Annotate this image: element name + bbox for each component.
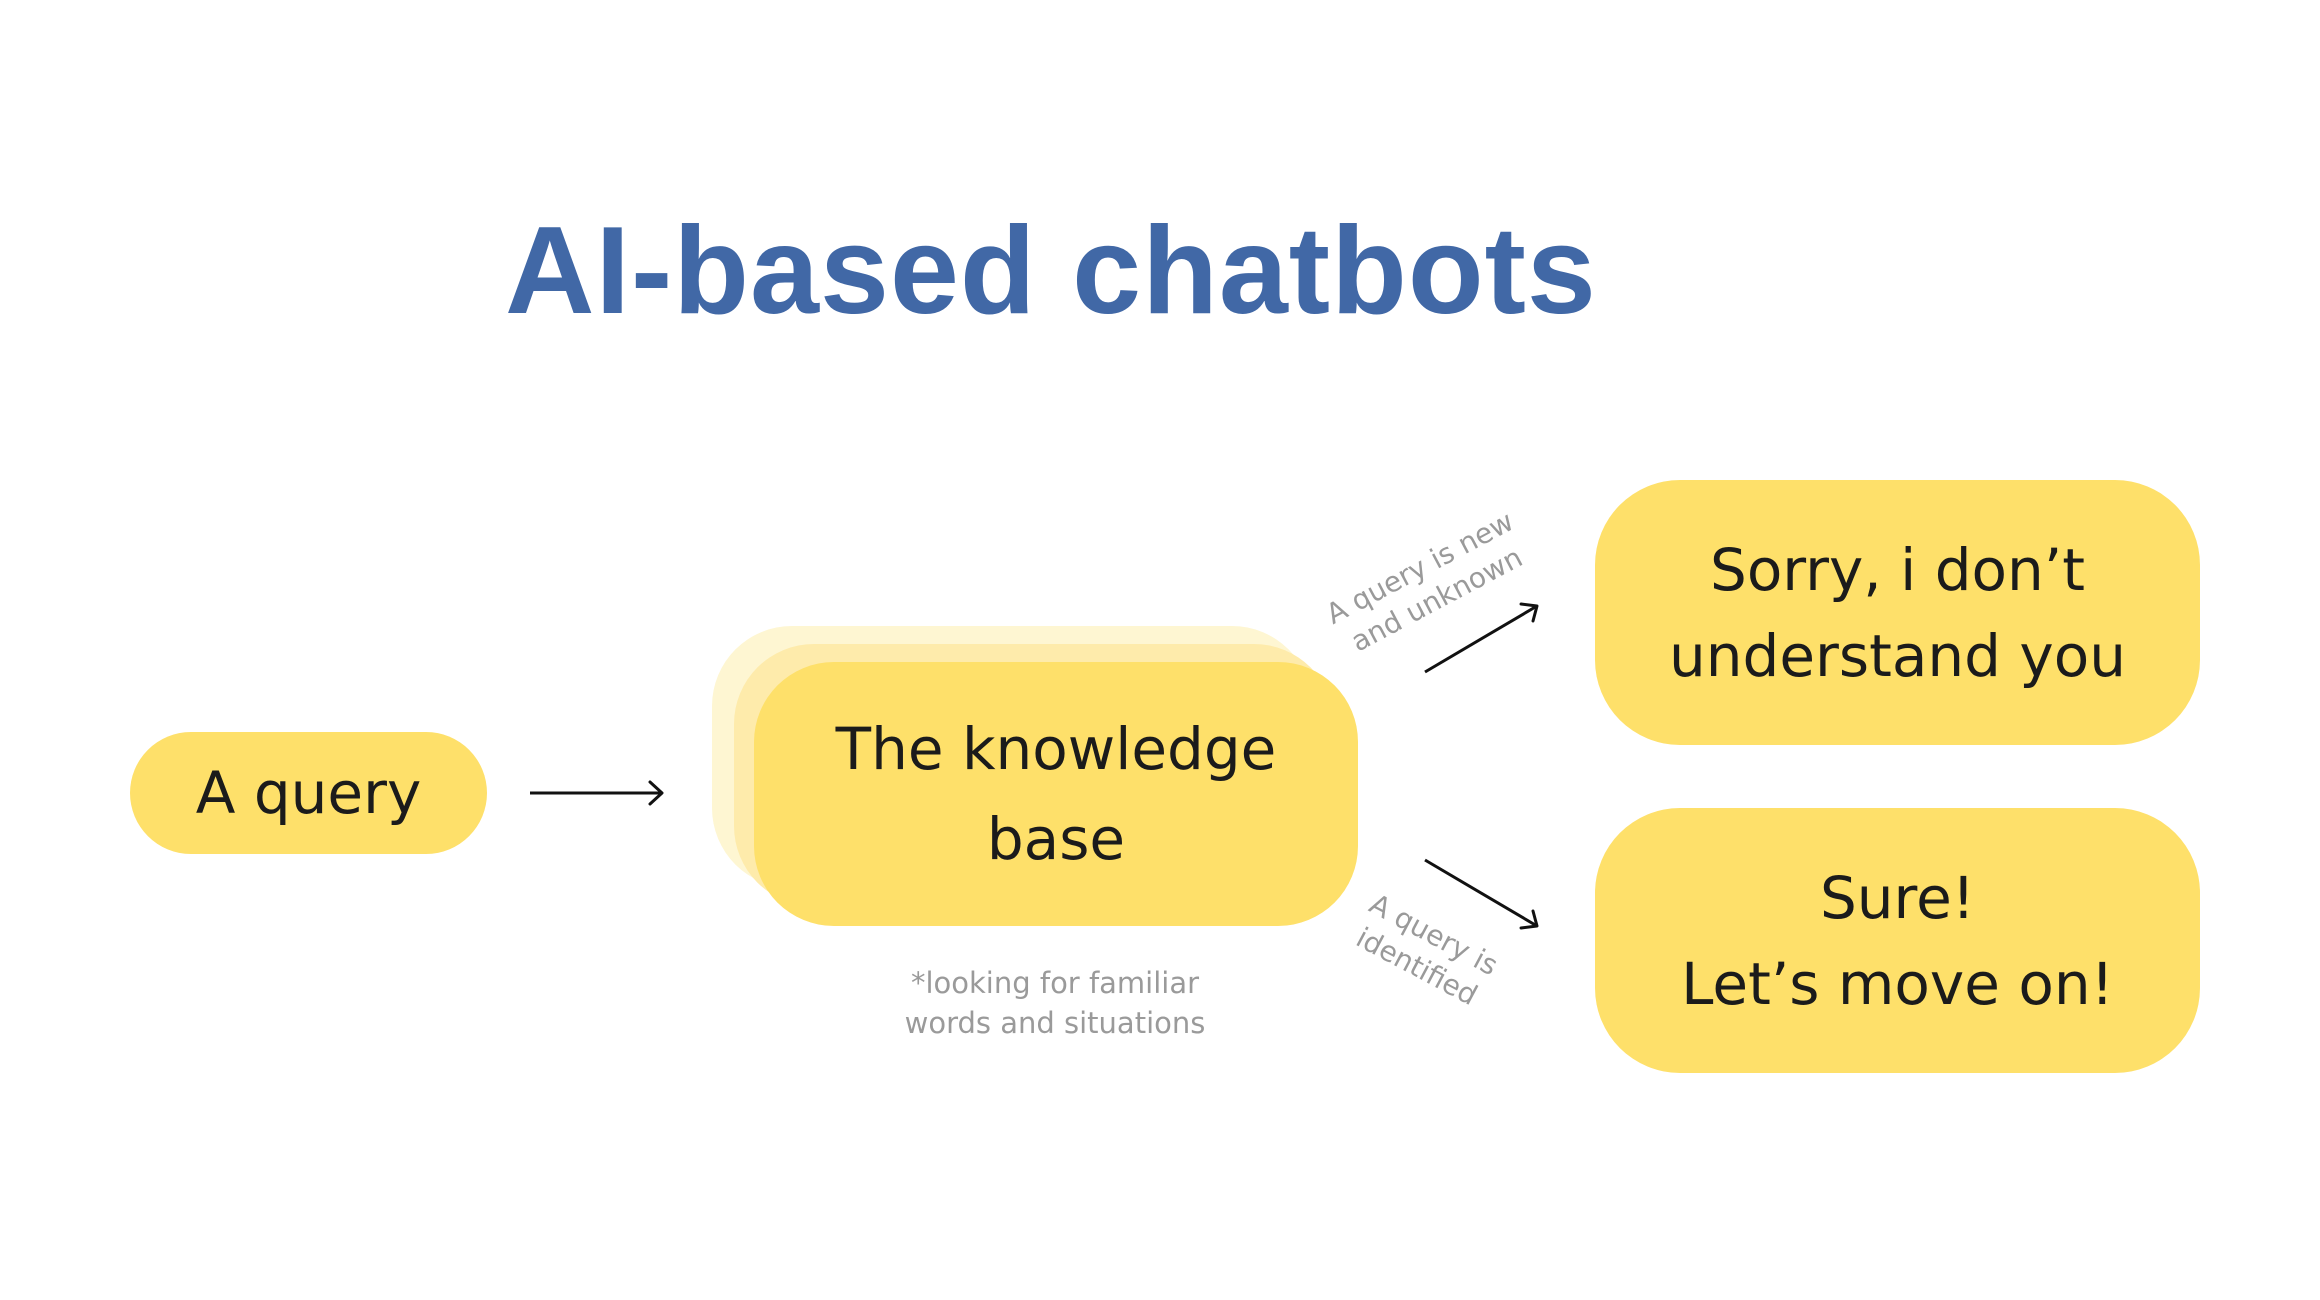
reply-unknown-node: Sorry, i don’t understand you xyxy=(1595,480,2200,745)
footnote-line1: *looking for familiar xyxy=(910,966,1200,1000)
reply-unknown-line1: Sorry, i don’t xyxy=(1710,535,2085,604)
knowledge-base-footnote: *looking for familiar words and situatio… xyxy=(880,963,1230,1043)
knowledge-base-node: The knowledge base xyxy=(754,662,1358,926)
page-title: AI-based chatbots xyxy=(505,202,1597,340)
edge-label-unknown: A query is new and unknown xyxy=(1320,504,1537,665)
footnote-line2: words and situations xyxy=(904,1006,1206,1040)
knowledge-base-label-line1: The knowledge xyxy=(835,715,1277,783)
query-node-label: A query xyxy=(195,759,422,827)
arrow-query-to-kb xyxy=(530,780,664,806)
reply-known-node: Sure! Let’s move on! xyxy=(1595,808,2200,1073)
reply-unknown-line2: understand you xyxy=(1669,621,2126,690)
query-node: A query xyxy=(130,732,487,854)
knowledge-base-label-line2: base xyxy=(986,805,1126,873)
arrow-kb-to-known xyxy=(1424,858,1539,930)
reply-known-line1: Sure! xyxy=(1819,863,1976,932)
edge-label-known: A query is identified xyxy=(1346,886,1504,1015)
reply-known-line2: Let’s move on! xyxy=(1681,949,2114,1018)
